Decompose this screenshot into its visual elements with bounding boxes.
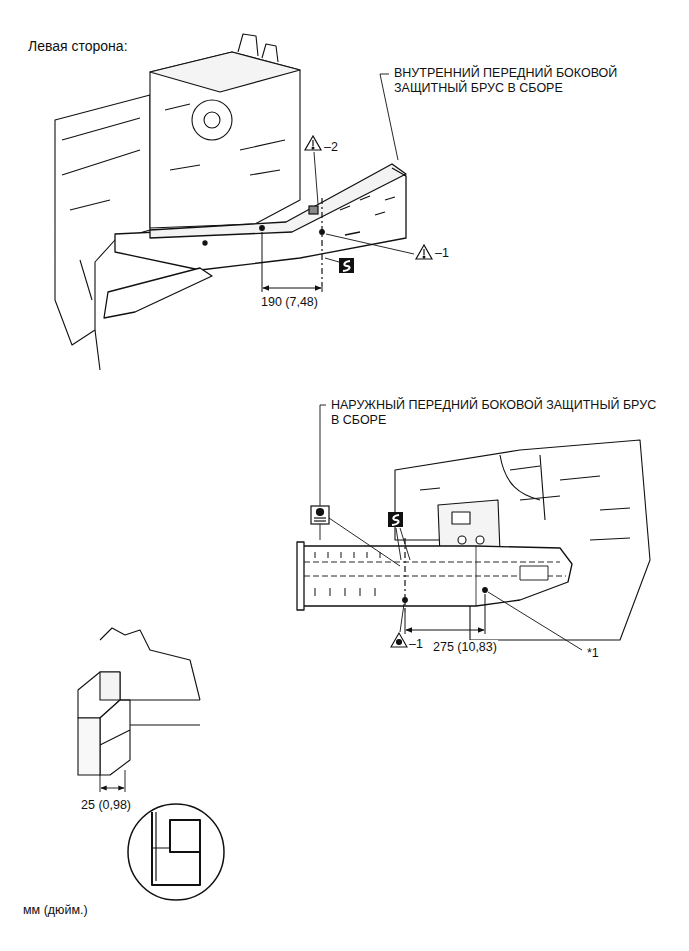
detail-view (101, 788, 124, 789)
outer-rail (315, 552, 380, 596)
body-structure (192, 100, 232, 140)
section-cut-icon (339, 258, 354, 273)
leader-line (488, 592, 582, 650)
body-structure (95, 330, 100, 370)
outer-rail (304, 562, 560, 563)
cut-line (403, 598, 408, 603)
section-cut-icon (388, 512, 410, 560)
body-structure (55, 34, 300, 370)
body-structure (476, 536, 484, 544)
dimension-190 (262, 232, 322, 292)
callout-number: –1 (434, 246, 450, 261)
outer-rail (476, 546, 477, 606)
detail-view (152, 812, 170, 881)
part-name: ВНУТРЕННИЙ ПЕРЕДНИЙ БОКОВОЙ ЗАЩИТНЫЙ БРУ… (393, 66, 645, 96)
section-cut-icon (392, 515, 399, 525)
body-structure (395, 440, 650, 640)
detail-view (128, 804, 224, 900)
inner-rail (340, 196, 395, 235)
dimension: 275 (10,83) (432, 640, 498, 655)
dimension-190 (263, 288, 321, 289)
detail-view (78, 718, 100, 775)
body-structure (500, 455, 545, 520)
spot-weld-icon (314, 520, 326, 521)
inner-rail (150, 164, 406, 238)
detail-view (78, 628, 224, 900)
dimension: 190 (7,48) (260, 295, 319, 310)
warning-icon (312, 147, 314, 149)
spot-weld-icon (311, 506, 329, 524)
dimension-275 (406, 630, 484, 631)
section-cut-icon (396, 528, 401, 560)
weld-icon (391, 633, 407, 647)
cut-line (403, 538, 488, 612)
detail-view (152, 812, 200, 885)
units-note: мм (дюйм.) (22, 903, 89, 918)
detail-view (100, 775, 101, 792)
warning-icon (305, 136, 321, 204)
part-name: НАРУЖНЫЙ ПЕРЕДНИЙ БОКОВОЙ ЗАЩИТНЫЙ БРУС … (330, 398, 662, 428)
weld-icon (391, 604, 407, 647)
body-structure (204, 112, 220, 128)
spot-weld-icon (317, 509, 324, 516)
body-structure (395, 440, 650, 640)
body-structure (150, 52, 300, 228)
section-cut-icon (400, 528, 410, 560)
body-structure (458, 536, 466, 544)
page-title: Левая сторона: (28, 38, 128, 55)
warning-icon (305, 136, 321, 150)
weld-icon (400, 604, 404, 632)
weld-icon (397, 640, 402, 645)
dimension: 25 (0,98) (80, 798, 132, 813)
body-structure (238, 34, 258, 56)
callout-number: –2 (323, 140, 339, 155)
warning-icon (326, 234, 432, 259)
body-structure (452, 512, 470, 524)
cut-line (321, 198, 322, 286)
cut-line (320, 230, 325, 235)
section-cut-icon (325, 258, 354, 273)
dimension-190 (262, 232, 263, 292)
leader-line (488, 592, 582, 650)
warning-icon (423, 249, 424, 255)
warning-icon (326, 234, 414, 254)
spot-weld-icon (311, 506, 400, 566)
cut-line (483, 588, 488, 593)
leader-line (320, 74, 398, 540)
cut-line (309, 206, 318, 214)
section-cut-icon (343, 261, 350, 271)
outer-rail (297, 542, 304, 610)
warning-icon (312, 140, 313, 146)
spot-weld-icon (314, 517, 326, 518)
inner-rail (392, 168, 406, 176)
cut-line (260, 198, 325, 286)
dimension-275 (485, 594, 486, 634)
callout-number: –1 (408, 637, 424, 652)
dimension-190 (322, 286, 323, 292)
section-cut-icon (388, 512, 403, 527)
cut-line (260, 226, 265, 231)
detail-view (100, 628, 200, 700)
warning-icon (416, 245, 432, 259)
body-structure (62, 118, 140, 300)
inner-rail (104, 268, 212, 318)
inner-rail (104, 164, 406, 318)
dimension-275 (405, 612, 406, 634)
outer-rail (297, 542, 572, 610)
section-cut-icon (325, 258, 339, 262)
body-structure (262, 44, 278, 62)
detail-view (125, 770, 126, 792)
outer-rail (520, 566, 548, 580)
outer-rail (303, 546, 572, 606)
inner-rail (203, 241, 207, 245)
warning-icon (423, 256, 425, 258)
dimension-275 (405, 594, 485, 634)
detail-view (100, 672, 120, 700)
detail-view (100, 700, 200, 745)
body-structure (420, 466, 630, 540)
callout-number: *1 (586, 646, 600, 661)
warning-icon (314, 152, 318, 204)
body-structure (165, 104, 285, 175)
